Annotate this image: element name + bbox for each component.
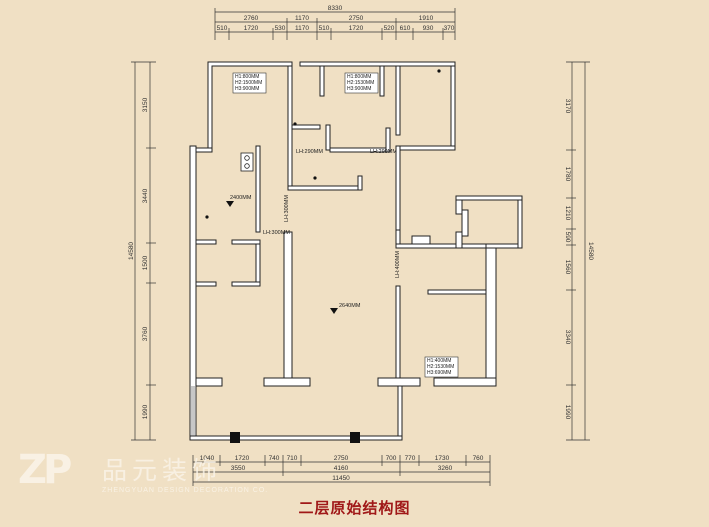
room-a-h3: H3:900MM (235, 86, 259, 92)
beam-labels: LH:290MM LH:290MM LH:300MM LH:300MM LH:4… (230, 149, 401, 309)
dim-right: 1990 (564, 405, 571, 420)
dim-left-total: 14580 (128, 242, 135, 260)
dim-top: 1720 (244, 25, 259, 32)
room-c-h3: H3:690MM (427, 370, 451, 376)
room-b-h2: H2:1530MM (347, 80, 374, 86)
beam-label: LH:290MM (370, 149, 397, 155)
logo-name-en: ZHENGYUAN DESIGN DECORATION CO. (102, 487, 269, 494)
dim-left: 1500 (142, 255, 149, 270)
room-a-h2: H2:1500MM (235, 80, 262, 86)
dim-bottom: 760 (473, 455, 484, 462)
room-b-h3: H3:900MM (347, 86, 371, 92)
beam-label: LH:290MM (296, 149, 323, 155)
dim-top: 1720 (349, 25, 364, 32)
dim-left: 3150 (142, 97, 149, 112)
dim-bottom: 2750 (334, 455, 349, 462)
dim-bottom: 3260 (438, 465, 453, 472)
dim-top: 1170 (295, 25, 309, 32)
logo-mark: ZP (18, 447, 72, 493)
dim-bottom: 1720 (235, 455, 250, 462)
dim-left: 1990 (142, 404, 149, 419)
kitchen-sink (240, 152, 254, 172)
dim-right: 590 (564, 232, 571, 243)
column (350, 432, 360, 443)
dim-top: 2760 (244, 15, 259, 22)
dim-top: 610 (400, 25, 411, 32)
logo-name-cn: 品元装饰 (102, 456, 223, 485)
dim-top: 520 (384, 25, 395, 32)
dim-right: 1210 (564, 206, 571, 221)
beam-label: LH:400MM (395, 251, 401, 278)
beam-label: LH:300MM (263, 230, 290, 236)
room-c-h2: H2:1530MM (427, 364, 454, 370)
dim-right: 1560 (564, 260, 571, 275)
dim-right-total: 14580 (587, 242, 594, 260)
beam-label: LH:300MM (284, 195, 290, 222)
dim-top: 1910 (419, 15, 434, 22)
dim-right: 3340 (564, 330, 571, 345)
dim-bottom: 1040 (200, 455, 215, 462)
dim-right: 1780 (564, 167, 571, 182)
drawing-title: 二层原始结构图 (298, 500, 411, 517)
dim-bottom: 1730 (435, 455, 450, 462)
dim-top: 370 (444, 25, 455, 32)
room-c-h1: H1:400MM (427, 358, 451, 364)
walls (189, 61, 523, 441)
glass-lines (191, 386, 195, 436)
dim-top: 530 (275, 25, 286, 32)
dim-left: 3760 (142, 326, 149, 341)
room-b-h1: H1:800MM (347, 74, 371, 80)
level-markers (205, 69, 441, 314)
level-label: 2640MM (339, 303, 361, 309)
dim-top: 930 (423, 25, 434, 32)
dimension-lines (131, 8, 590, 486)
room-a-h1: H1:800MM (235, 74, 259, 80)
company-logo: ZP 品元装饰 ZHENGYUAN DESIGN DECORATION CO. (18, 447, 278, 507)
dim-bottom: 3550 (231, 465, 246, 472)
dim-bottom: 700 (386, 455, 397, 462)
dim-top: 510 (217, 25, 228, 32)
dim-bottom: 4160 (334, 465, 349, 472)
dim-right: 3170 (564, 99, 571, 114)
level-label: 2400MM (230, 195, 252, 201)
column (230, 432, 240, 443)
dim-bottom: 770 (405, 455, 416, 462)
dim-bottom: 710 (287, 455, 298, 462)
dim-left: 3440 (142, 188, 149, 203)
dim-bottom-total: 11450 (332, 475, 350, 482)
dim-bottom: 740 (269, 455, 280, 462)
room-tags: H1:800MM H2:1500MM H3:900MM H1:800MM H2:… (235, 74, 454, 376)
dim-top-total: 8330 (328, 5, 343, 12)
dim-top: 510 (319, 25, 330, 32)
room-tag-frames (232, 72, 459, 378)
dim-top: 2750 (349, 15, 364, 22)
dim-top: 1170 (295, 15, 309, 22)
